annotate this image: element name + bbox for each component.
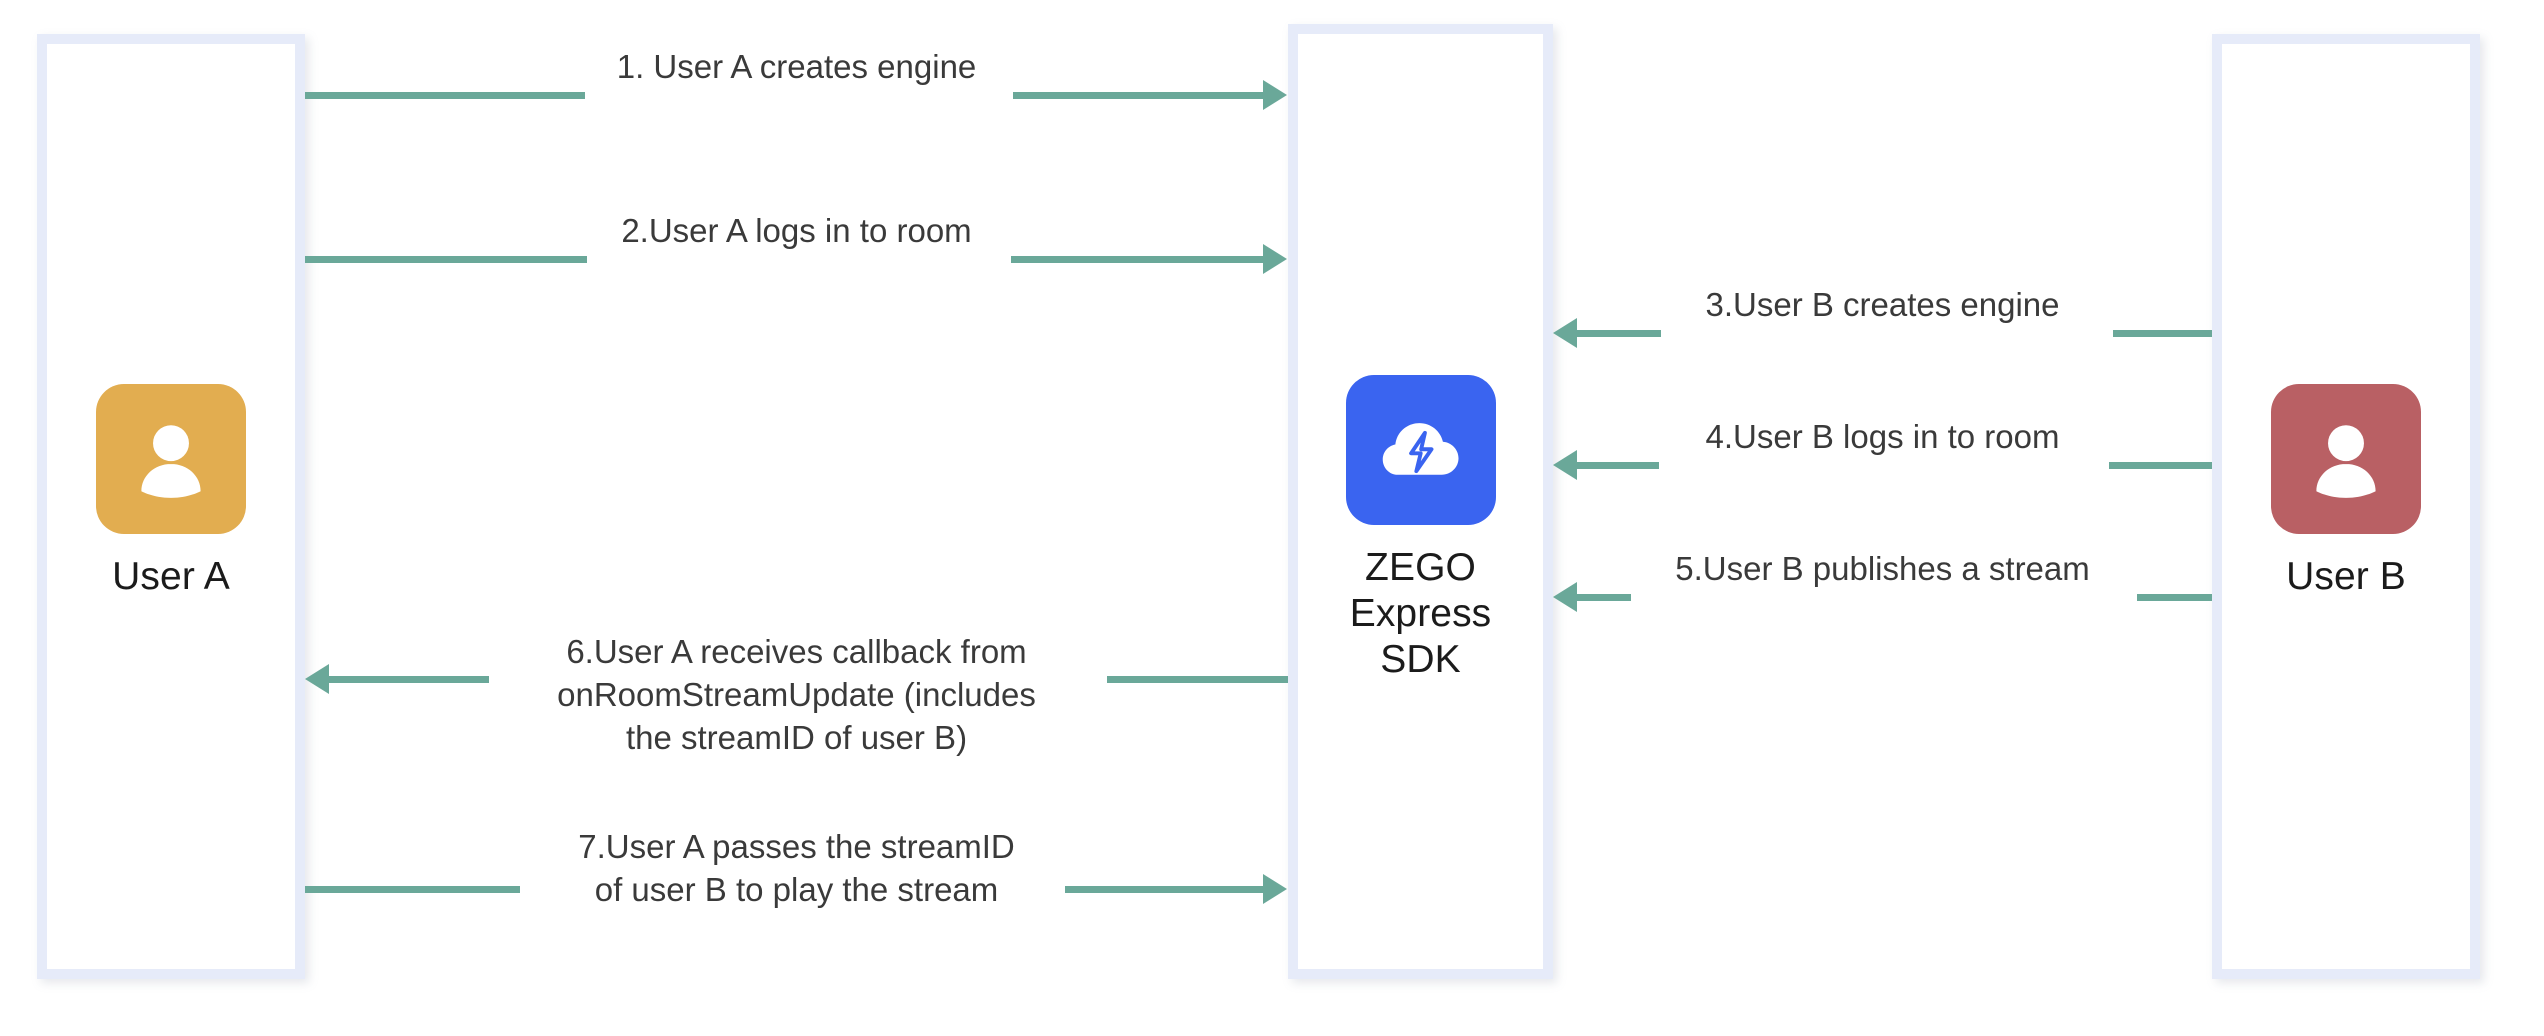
message-6-line-right <box>1107 676 1288 683</box>
message-6-line-left <box>329 676 489 683</box>
message-7-line-right <box>1065 886 1263 893</box>
actor-zego-sdk: ZEGO Express SDK <box>1288 375 1553 683</box>
message-1-label: 1. User A creates engine <box>616 48 977 85</box>
actor-label-user-a: User A <box>112 555 230 598</box>
message-2-line-left <box>305 256 587 263</box>
message-7: 7.User A passes the streamID of user B t… <box>305 818 1288 968</box>
message-3-label: 3.User B creates engine <box>1705 286 2060 323</box>
message-3-arrowhead <box>1553 318 1577 348</box>
actor-user-a: User A <box>37 384 305 600</box>
person-avatar-icon <box>2271 384 2421 534</box>
message-4: 4.User B logs in to room <box>1553 410 2212 520</box>
message-4-line-left <box>1577 462 1659 469</box>
message-6-arrowhead <box>305 664 329 694</box>
message-5: 5.User B publishes a stream <box>1553 542 2212 652</box>
message-2-arrowhead <box>1263 244 1287 274</box>
message-2: 2.User A logs in to room <box>305 204 1288 314</box>
message-7-line-left <box>305 886 520 893</box>
message-3-line-left <box>1577 330 1661 337</box>
message-5-arrowhead <box>1553 582 1577 612</box>
message-3: 3.User B creates engine <box>1553 278 2212 388</box>
message-3-line-right <box>2113 330 2212 337</box>
message-6-label: 6.User A receives callback from onRoomSt… <box>557 633 1036 756</box>
actor-label-user-b: User B <box>2286 555 2406 598</box>
message-1-line-left <box>305 92 585 99</box>
message-2-line-right <box>1011 256 1263 263</box>
message-4-label: 4.User B logs in to room <box>1705 418 2060 455</box>
actor-label-zego-sdk: ZEGO Express SDK <box>1349 546 1492 682</box>
person-avatar-icon <box>96 384 246 534</box>
message-7-label: 7.User A passes the streamID of user B t… <box>578 828 1015 908</box>
message-1: 1. User A creates engine <box>305 40 1288 150</box>
message-7-arrowhead <box>1263 874 1287 904</box>
message-2-label: 2.User A logs in to room <box>621 212 972 249</box>
message-5-line-left <box>1577 594 1631 601</box>
message-6: 6.User A receives callback from onRoomSt… <box>305 624 1288 794</box>
message-1-arrowhead <box>1263 80 1287 110</box>
message-4-arrowhead <box>1553 450 1577 480</box>
message-4-line-right <box>2109 462 2212 469</box>
cloud-lightning-icon <box>1345 375 1496 525</box>
message-5-label: 5.User B publishes a stream <box>1675 550 2090 587</box>
message-5-line-right <box>2137 594 2212 601</box>
actor-user-b: User B <box>2212 384 2480 600</box>
message-1-line-right <box>1013 92 1263 99</box>
